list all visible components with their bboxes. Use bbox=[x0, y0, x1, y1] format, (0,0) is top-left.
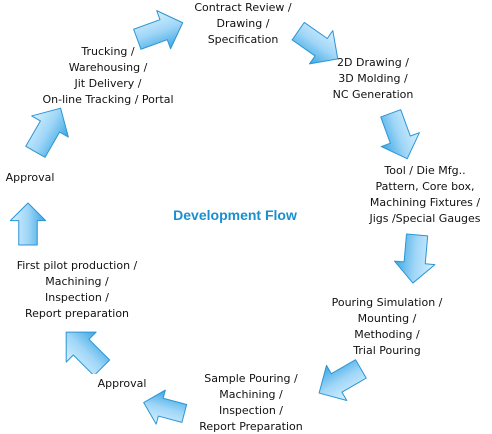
arrow-left-icon bbox=[143, 389, 188, 425]
step-approval-bottom: Approval bbox=[90, 376, 154, 392]
step-line: Approval bbox=[5, 171, 55, 184]
step-sample-pouring: Sample Pouring / Machining / Inspection … bbox=[188, 371, 314, 434]
step-line: Report preparation bbox=[24, 307, 130, 320]
step-line: Inspection / bbox=[218, 404, 284, 417]
arrow-right-icon bbox=[133, 10, 184, 50]
diagram-title: Development Flow bbox=[173, 207, 297, 223]
step-trucking: Trucking / Warehousing / Jit Delivery / … bbox=[28, 44, 188, 108]
step-line: Trial Pouring bbox=[353, 344, 421, 357]
arrow-down-left-icon bbox=[318, 359, 367, 402]
step-line: Pattern, Core box, bbox=[375, 180, 475, 193]
arrow-up-icon bbox=[9, 202, 47, 246]
step-pouring-simulation: Pouring Simulation / Mounting / Methodin… bbox=[318, 295, 456, 359]
step-line: Sample Pouring / bbox=[204, 372, 298, 385]
step-line: Tool / Die Mfg.. bbox=[384, 164, 466, 177]
step-line: Machining Fixtures / bbox=[369, 196, 481, 209]
step-line: Jit Delivery / bbox=[74, 77, 142, 90]
step-line: Inspection / bbox=[44, 291, 110, 304]
step-line: 2D Drawing / bbox=[337, 56, 409, 69]
step-line: 3D Molding / bbox=[338, 72, 408, 85]
arrow-down-right-icon bbox=[291, 22, 339, 65]
arrow-down-icon bbox=[380, 109, 420, 160]
step-line: First pilot production / bbox=[16, 259, 138, 272]
step-line: NC Generation bbox=[332, 88, 414, 101]
step-line: Drawing / bbox=[216, 17, 270, 30]
arrow-up-left-icon bbox=[65, 331, 111, 374]
arrow-down-icon bbox=[393, 233, 436, 284]
step-tool-die-mfg: Tool / Die Mfg.. Pattern, Core box, Mach… bbox=[358, 163, 492, 227]
step-line: Mounting / bbox=[357, 312, 417, 325]
step-line: Trucking / bbox=[81, 45, 135, 58]
step-line: Approval bbox=[97, 377, 147, 390]
step-line: Jigs /Special Gauges bbox=[369, 212, 481, 225]
step-approval-left: Approval bbox=[0, 170, 60, 186]
arrow-up-right-icon bbox=[25, 107, 69, 158]
step-line: Pouring Simulation / bbox=[331, 296, 443, 309]
step-line: Specification bbox=[207, 33, 279, 46]
step-line: On-line Tracking / Portal bbox=[42, 93, 174, 106]
step-line: Contract Review / bbox=[194, 1, 292, 14]
step-first-pilot-production: First pilot production / Machining / Ins… bbox=[4, 258, 150, 322]
step-2d-drawing: 2D Drawing / 3D Molding / NC Generation bbox=[318, 55, 428, 103]
step-line: Machining / bbox=[45, 275, 109, 288]
step-line: Report Preparation bbox=[199, 420, 303, 433]
step-line: Machining / bbox=[219, 388, 283, 401]
step-contract-review: Contract Review / Drawing / Specificatio… bbox=[178, 0, 308, 48]
step-line: Warehousing / bbox=[68, 61, 148, 74]
step-line: Methoding / bbox=[354, 328, 420, 341]
